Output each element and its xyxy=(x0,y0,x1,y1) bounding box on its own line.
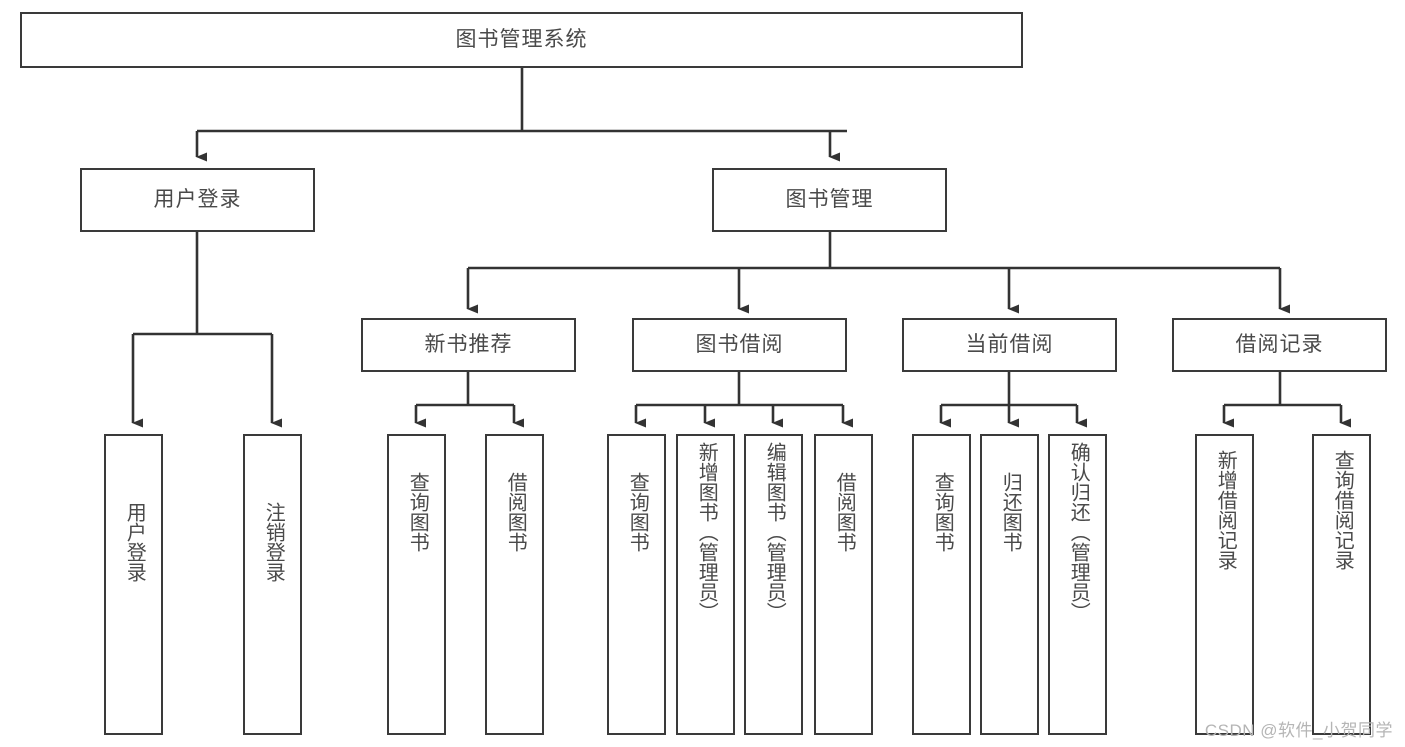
leaf-new-book-query-label: 查询图书 xyxy=(406,472,429,552)
leaf-current-borrow-confirm-return-label: 确认归还（管理员） xyxy=(1067,442,1090,622)
node-book-borrow[interactable]: 图书借阅 xyxy=(632,318,847,372)
leaf-user-login-signin[interactable]: 用户登录 xyxy=(104,434,163,735)
node-book-borrow-label: 图书借阅 xyxy=(695,333,784,357)
leaf-borrow-record-query-label: 查询借阅记录 xyxy=(1331,450,1354,570)
node-root-label: 图书管理系统 xyxy=(455,28,588,52)
leaf-book-borrow-borrow[interactable]: 借阅图书 xyxy=(814,434,873,735)
leaf-current-borrow-return[interactable]: 归还图书 xyxy=(980,434,1039,735)
leaf-book-borrow-edit-label: 编辑图书（管理员） xyxy=(763,442,786,622)
leaf-new-book-borrow-label: 借阅图书 xyxy=(504,472,527,552)
leaf-book-borrow-add[interactable]: 新增图书（管理员） xyxy=(676,434,735,735)
leaf-current-borrow-confirm-return[interactable]: 确认归还（管理员） xyxy=(1048,434,1107,735)
node-current-borrow-label: 当前借阅 xyxy=(965,333,1054,357)
leaf-current-borrow-query-label: 查询图书 xyxy=(931,472,954,552)
leaf-new-book-query[interactable]: 查询图书 xyxy=(387,434,446,735)
leaf-user-login-signin-label: 用户登录 xyxy=(123,502,146,582)
node-book-management[interactable]: 图书管理 xyxy=(712,168,947,232)
node-borrow-record-label: 借阅记录 xyxy=(1235,333,1324,357)
leaf-user-login-signout[interactable]: 注销登录 xyxy=(243,434,302,735)
leaf-borrow-record-add[interactable]: 新增借阅记录 xyxy=(1195,434,1254,735)
leaf-book-borrow-query[interactable]: 查询图书 xyxy=(607,434,666,735)
leaf-book-borrow-add-label: 新增图书（管理员） xyxy=(695,442,718,622)
node-current-borrow[interactable]: 当前借阅 xyxy=(902,318,1117,372)
leaf-current-borrow-return-label: 归还图书 xyxy=(999,472,1022,552)
leaf-new-book-borrow[interactable]: 借阅图书 xyxy=(485,434,544,735)
node-root-library-system[interactable]: 图书管理系统 xyxy=(20,12,1023,68)
leaf-borrow-record-add-label: 新增借阅记录 xyxy=(1214,450,1237,570)
leaf-user-login-signout-label: 注销登录 xyxy=(262,502,285,582)
leaf-book-borrow-edit[interactable]: 编辑图书（管理员） xyxy=(744,434,803,735)
node-new-book-recommend-label: 新书推荐 xyxy=(424,333,513,357)
leaf-borrow-record-query[interactable]: 查询借阅记录 xyxy=(1312,434,1371,735)
node-book-management-label: 图书管理 xyxy=(785,188,874,212)
node-user-login-label: 用户登录 xyxy=(153,188,242,212)
leaf-current-borrow-query[interactable]: 查询图书 xyxy=(912,434,971,735)
leaf-book-borrow-borrow-label: 借阅图书 xyxy=(833,472,856,552)
node-user-login[interactable]: 用户登录 xyxy=(80,168,315,232)
node-new-book-recommend[interactable]: 新书推荐 xyxy=(361,318,576,372)
leaf-book-borrow-query-label: 查询图书 xyxy=(626,472,649,552)
csdn-watermark: CSDN @软件_小贺同学 xyxy=(1204,721,1393,740)
node-borrow-record[interactable]: 借阅记录 xyxy=(1172,318,1387,372)
